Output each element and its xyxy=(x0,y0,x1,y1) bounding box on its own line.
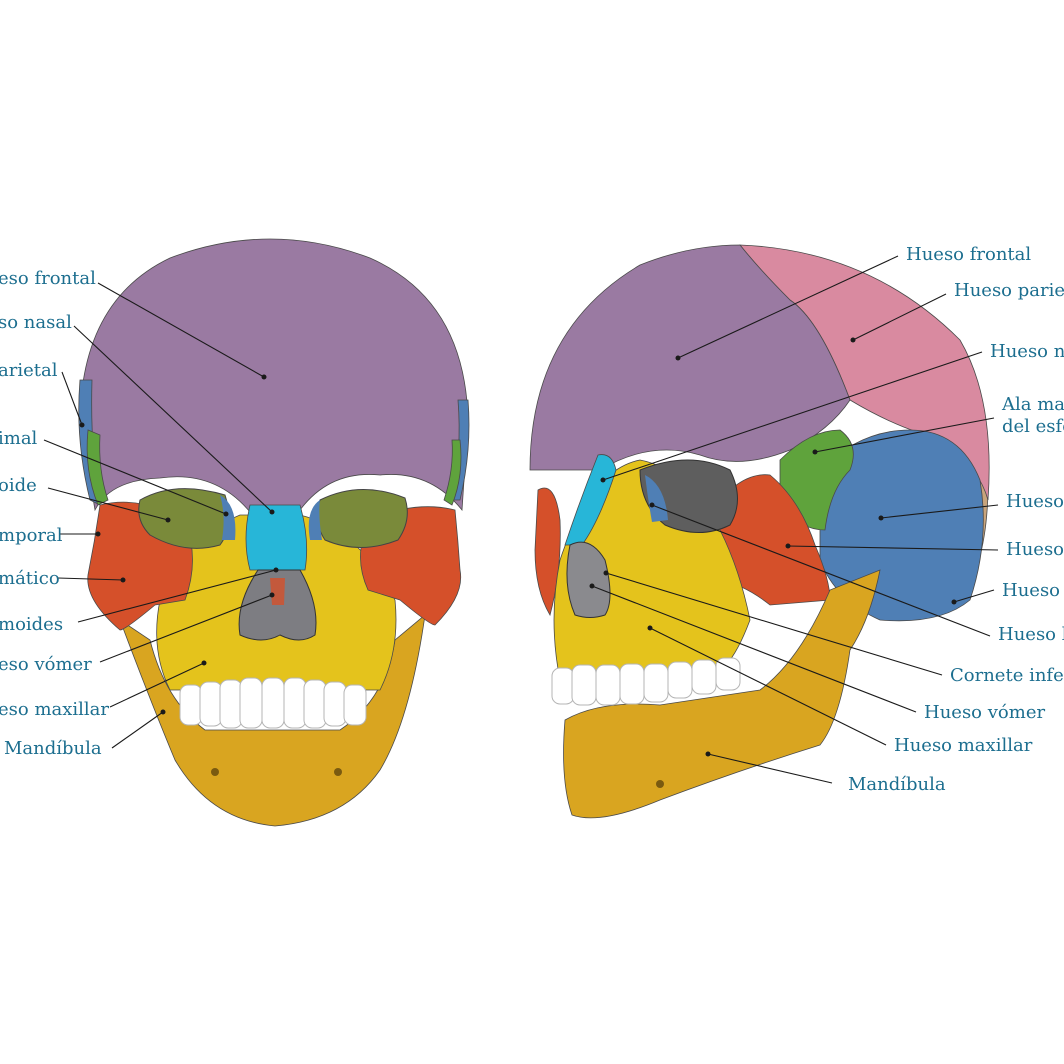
side-label-maxilla: Hueso maxillar xyxy=(894,735,1033,756)
side-frontal-bone xyxy=(529,244,851,471)
side-label-occipital: Hueso xyxy=(1002,580,1060,601)
front-label-maxilla: eso maxillar xyxy=(0,699,109,720)
side-skull xyxy=(529,244,990,819)
front-ethmoid xyxy=(270,578,285,605)
side-mandible-bone xyxy=(563,569,881,819)
front-sphenoid-left xyxy=(86,429,109,506)
front-lacrimal-left xyxy=(220,495,236,540)
front-orbit-right xyxy=(316,489,408,548)
front-label-vomer: eso vómer xyxy=(0,654,92,675)
side-temporal-bone xyxy=(819,429,984,622)
front-label-mandible: Mandíbula xyxy=(4,738,102,759)
side-label-vomer: Hueso vómer xyxy=(924,702,1045,723)
side-label-frontal: Hueso frontal xyxy=(906,244,1031,265)
front-skull xyxy=(78,238,470,827)
side-label-lacrimal: Hueso l xyxy=(998,624,1064,645)
front-sphenoid-right xyxy=(443,439,462,506)
front-label-ethmoid: moides xyxy=(0,614,63,635)
side-label-temporal: Hueso xyxy=(1006,491,1064,512)
front-labels: eso frontal so nasal arietal imal oide m… xyxy=(0,268,279,759)
front-label-lacrimal: imal xyxy=(0,428,38,449)
side-label-nasal: Hueso n xyxy=(990,341,1064,362)
front-mandible-bone xyxy=(119,614,426,827)
side-nasal-bone xyxy=(564,454,617,546)
side-label-inferior-turbinate: Cornete infe xyxy=(950,665,1064,686)
front-label-nasal: so nasal xyxy=(0,312,72,333)
side-lacrimal xyxy=(645,475,668,522)
side-label-greater-wing-1: Ala ma xyxy=(1001,394,1064,415)
front-label-parietal: arietal xyxy=(0,360,58,381)
front-orbit-left xyxy=(138,488,230,549)
front-label-temporal: mporal xyxy=(0,525,63,546)
front-label-sphenoid: oide xyxy=(0,475,37,496)
front-nasal-bone xyxy=(245,504,308,571)
side-label-zygomatic: Hueso xyxy=(1006,539,1064,560)
side-labels: Hueso frontal Hueso parie Hueso n Ala ma… xyxy=(589,244,1064,795)
side-label-greater-wing-2: del esfe xyxy=(1002,416,1064,437)
front-teeth xyxy=(179,677,367,729)
front-lacrimal-right xyxy=(308,500,322,540)
side-label-parietal: Hueso parie xyxy=(954,280,1064,301)
side-label-mandible: Mandíbula xyxy=(848,774,946,795)
side-teeth xyxy=(551,657,741,706)
side-nasal-cavity xyxy=(566,541,611,618)
front-label-zygomatic: mático xyxy=(0,568,60,589)
front-label-frontal: eso frontal xyxy=(0,268,96,289)
